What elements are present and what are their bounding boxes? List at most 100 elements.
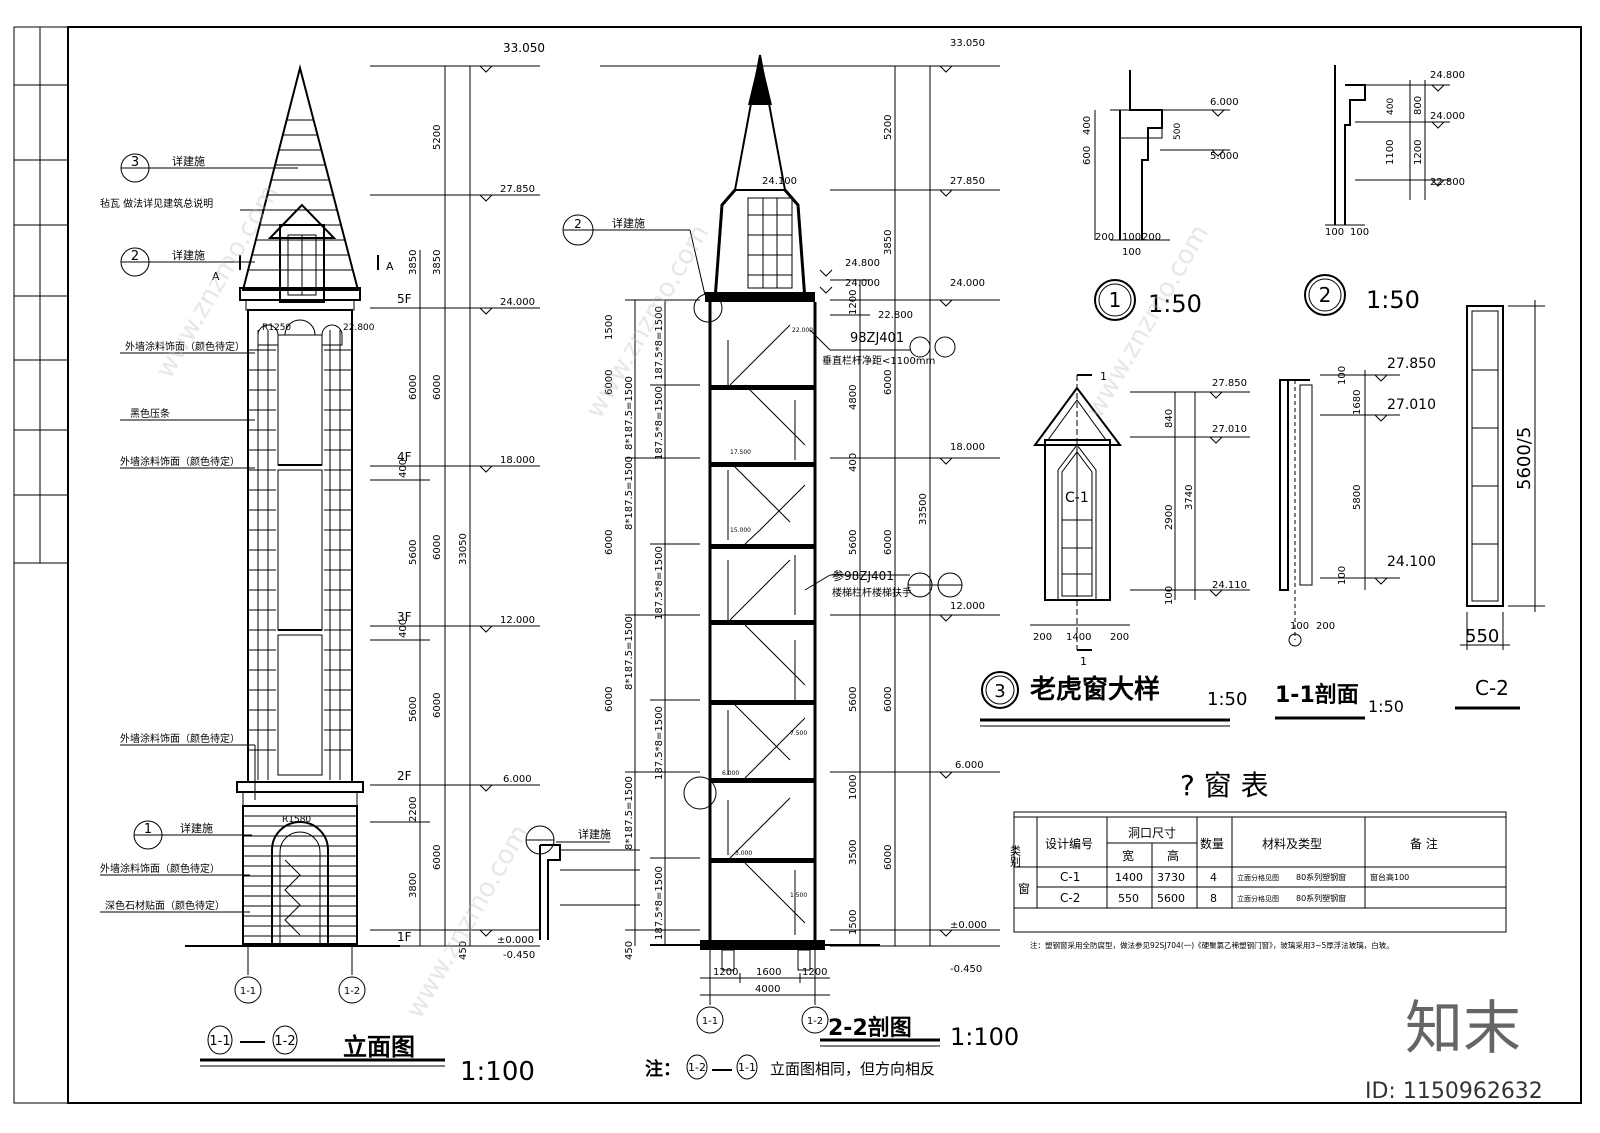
d2-level-22800: 22.800	[1430, 177, 1465, 188]
sect-dim-1500: 1500	[848, 910, 859, 935]
sect-stair-2a: 8*187.5=1500	[624, 456, 635, 530]
elev-floor-2f: 2F	[397, 769, 412, 783]
elev-note-wall1: 外墙涂料饰面（颜色待定）	[125, 340, 245, 353]
dormer-level-27010: 27.010	[1212, 424, 1247, 435]
sect-dim-6000c: 6000	[883, 687, 894, 712]
sect-bot-1200a: 1200	[713, 967, 738, 978]
td-c1-code: C-1	[1060, 870, 1080, 884]
sect-scale: 1:100	[950, 1023, 1019, 1051]
elev-floor-1f: 1F	[397, 930, 412, 944]
watermark-id: ID: 1150962632	[1365, 1079, 1543, 1104]
sect-level-12000: 12.000	[950, 601, 985, 612]
sect-stair-3a: 8*187.5=1500	[624, 616, 635, 690]
section11-drawing	[1275, 370, 1400, 720]
elev-dim-2200: 2200	[408, 797, 419, 822]
sect-dim-4800: 4800	[848, 385, 859, 410]
s11-dim-200: 200	[1316, 621, 1335, 632]
d1-dim-200b: 200	[1142, 232, 1161, 243]
sect-stair-5b: 187.5*8=1500	[654, 866, 665, 940]
elev-dim-3850a: 3850	[408, 250, 419, 275]
dormer-level-27850: 27.850	[1212, 378, 1247, 389]
elev-note-roof: 毡瓦 做法详见建筑总说明	[100, 197, 213, 210]
td-c2-qty: 8	[1210, 892, 1217, 905]
elev-dim-6000d: 6000	[432, 693, 443, 718]
c2-label: C-2	[1475, 676, 1509, 700]
detail2-drawing	[1304, 65, 1450, 316]
sect-dim-3500: 3500	[848, 840, 859, 865]
sect-dim-total: 33500	[918, 493, 929, 525]
sect-landing-7500: 7.500	[790, 730, 807, 737]
elev-note-wall2: 外墙涂料饰面（颜色待定）	[120, 455, 240, 468]
sect-dim-5600a: 5600	[848, 530, 859, 555]
elev-scale: 1:100	[460, 1057, 535, 1087]
section-drawing	[562, 54, 1000, 1080]
sect-note-text: 立面图相同，但方向相反	[770, 1060, 935, 1078]
d1-scale: 1:50	[1148, 290, 1202, 318]
d2-dim-100b: 100	[1350, 227, 1369, 238]
elev-title-grid-l: 1-1	[209, 1034, 230, 1049]
dormer-dim-100: 100	[1164, 586, 1175, 605]
s11-dim-100b: 100	[1337, 566, 1348, 585]
elev-dim-5200: 5200	[432, 125, 443, 150]
dormer-dim-3740: 3740	[1184, 485, 1195, 510]
elev-note-wall4: 外墙涂料饰面（颜色待定）	[100, 862, 220, 875]
elev-level-12000: 12.000	[500, 615, 535, 626]
sect-level-24000: 24.000	[950, 278, 985, 289]
sect-callout2-num: 2	[574, 217, 582, 231]
sect-dimleft-6000b: 6000	[604, 530, 615, 555]
elev-dim-5600b: 5600	[408, 697, 419, 722]
sect-dimleft-6000a: 6000	[604, 370, 615, 395]
sect-dim-3850: 3850	[883, 230, 894, 255]
elev-dim-3800: 3800	[408, 873, 419, 898]
td-c2-mat-a: 立面分格见图	[1237, 894, 1279, 903]
d1-dim-500: 500	[1173, 123, 1183, 140]
sect-level-27850: 27.850	[950, 176, 985, 187]
sect-title: 2-2剖图	[828, 1015, 912, 1041]
elev-dim-6000c: 6000	[432, 535, 443, 560]
th-material: 材料及类型	[1262, 837, 1322, 851]
elev-note-black: 黑色压条	[130, 407, 170, 420]
elev-arch-r2: R1580	[282, 815, 311, 825]
elev-section-mark-l: A	[212, 270, 220, 283]
d2-dim-100a: 100	[1325, 227, 1344, 238]
sect-level-6000: 6.000	[955, 760, 984, 771]
dormer-num: 3	[994, 681, 1005, 702]
td-c1-mat-b: 80系列塑钢窗	[1296, 872, 1346, 882]
sect-level-top: 24.100	[762, 176, 797, 187]
sect-stair-4a: 8*187.5=1500	[624, 776, 635, 850]
title-strip	[13, 27, 68, 564]
c2-height-dim: 5600/5	[1514, 427, 1535, 490]
s11-level-24100: 24.100	[1387, 554, 1436, 570]
dormer-dim-1400: 1400	[1066, 632, 1091, 643]
elev-section-mark-r: A	[386, 260, 394, 273]
dormer-drawing	[980, 374, 1250, 727]
dormer-title: 老虎窗大样	[1030, 674, 1160, 705]
sect-bot-1600: 1600	[756, 967, 781, 978]
d2-dim-1100: 1100	[1385, 140, 1396, 165]
sect-callout2-text: 详建施	[612, 216, 645, 230]
td-c2-h: 5600	[1157, 892, 1185, 905]
sect-bot-4000: 4000	[755, 984, 780, 995]
elev-dim-6000a: 6000	[408, 375, 419, 400]
sect-landing-1500: 1.500	[790, 892, 807, 899]
sect-stair-1a: 8*187.5=1500	[624, 376, 635, 450]
d1-dim-100b: 100	[1122, 247, 1141, 258]
elev-floor-3f: 3F	[397, 610, 412, 624]
elev-level-24000: 24.000	[500, 297, 535, 308]
elev-callout2-text: 详建施	[172, 248, 205, 262]
d1-dim-600: 600	[1082, 146, 1093, 165]
s11-dim-100a: 100	[1337, 366, 1348, 385]
sect-level-18000: 18.000	[950, 442, 985, 453]
dormer-label: C-1	[1065, 490, 1089, 506]
sect-dimleft-450: 450	[624, 941, 635, 960]
elev-arch-r1: R1250	[262, 323, 291, 333]
sect-level-22800: 22.800	[878, 310, 913, 321]
dormer-cut-bot: 1	[1080, 655, 1087, 668]
sect-dim-1200: 1200	[848, 290, 859, 315]
sect-stair-4b: 187.5*8=1500	[654, 706, 665, 780]
td-c2-w: 550	[1118, 892, 1139, 905]
elev-floor-4f: 4F	[397, 450, 412, 464]
d2-dim-400: 400	[1386, 98, 1396, 115]
elev-dim-6000b: 6000	[432, 375, 443, 400]
elev-level-0: ±0.000	[497, 935, 534, 946]
